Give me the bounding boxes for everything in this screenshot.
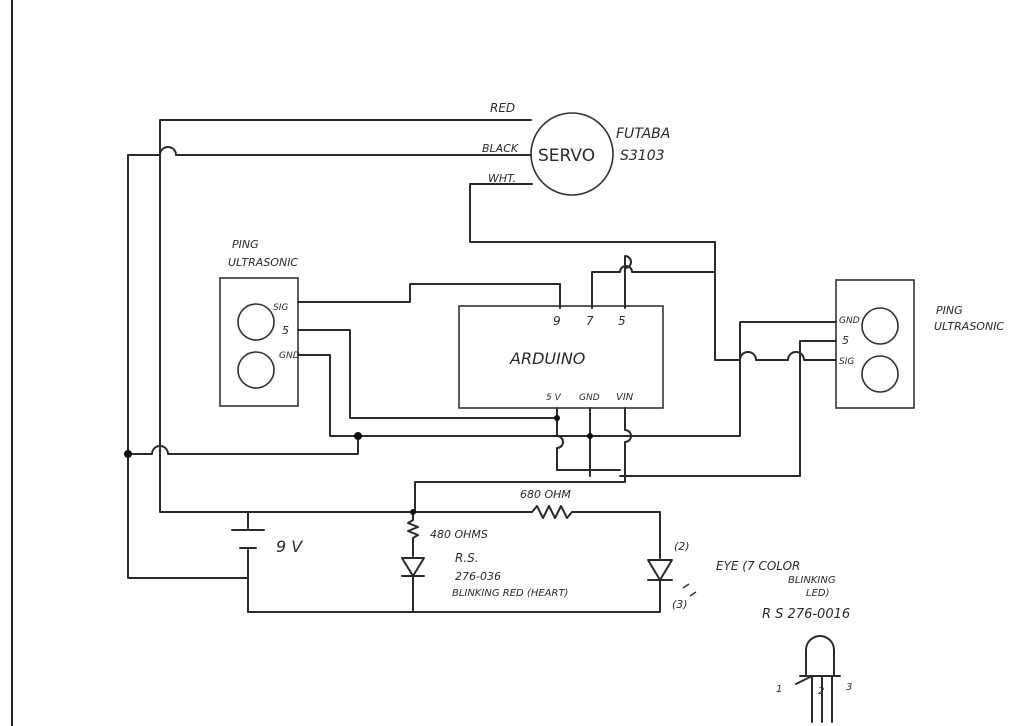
ping-left-pin-sig: SIG <box>273 303 288 313</box>
ping-right-transducer-top <box>861 307 899 345</box>
wire-arduino-vin-leg <box>414 407 632 513</box>
junction-dot <box>410 509 416 515</box>
wire-servo-black-ground <box>127 146 531 579</box>
ping-left-transducer-bottom <box>237 351 275 389</box>
wire-bottom-ground <box>247 577 661 613</box>
led-eye-part: R S 276-0016 <box>762 607 850 622</box>
led-eye-pin2-tag: (2) <box>674 540 690 553</box>
arduino-pin-9: 9 <box>553 314 561 328</box>
ping-left-group: PING ULTRASONIC SIG 5 GND <box>219 238 300 407</box>
junction-dot <box>354 432 362 440</box>
wire-ground-bus <box>127 321 837 455</box>
wires <box>127 119 841 723</box>
junction-dot <box>587 433 593 439</box>
wire-servo-red-power <box>159 119 532 513</box>
servo-wire-black-label: BLACK <box>482 142 519 155</box>
r480-label: 480 OHMS <box>430 528 488 541</box>
ping-left-title-1: PING <box>232 238 259 251</box>
junction-dot <box>124 450 132 458</box>
r680-label: 680 OHM <box>520 488 571 501</box>
led-eye-symbol <box>647 559 673 581</box>
led-heart-line2: 276-036 <box>455 570 501 583</box>
wire-left-gnd <box>297 354 359 437</box>
led-eye-line3: LED) <box>806 588 830 599</box>
wire-pin5-stub <box>624 255 632 309</box>
ping-right-pin-5: 5 <box>842 334 849 347</box>
servo-brand: FUTABA <box>616 126 670 142</box>
ping-right-group: PING ULTRASONIC GND 5 SIG <box>835 279 1004 409</box>
arduino-pin-7: 7 <box>586 314 594 328</box>
arduino-pin-vin: VIN <box>616 392 634 403</box>
ping-left-title-2: ULTRASONIC <box>228 256 298 269</box>
resistor-680 <box>531 505 661 559</box>
ping-left-body <box>219 277 299 407</box>
led-eye-rays <box>682 583 697 597</box>
pinout-label-2: 2 <box>818 686 824 697</box>
arduino-label: ARDUINO <box>509 349 585 368</box>
servo-group: SERVO FUTABA S3103 RED BLACK WHT. <box>482 101 670 196</box>
arduino-pin-5: 5 <box>618 314 626 328</box>
wire-left-5v <box>297 329 558 437</box>
ping-left-pin-5: 5 <box>282 324 289 337</box>
led-eye-line2: BLINKING <box>788 575 836 586</box>
ping-right-title-2: ULTRASONIC <box>934 320 1004 333</box>
led-eye-line1: EYE (7 COLOR <box>716 559 800 573</box>
servo-wire-white-label: WHT. <box>488 172 516 185</box>
pinout-label-1: 1 <box>776 684 782 695</box>
led-eye-pin3-tag: (3) <box>672 598 688 611</box>
servo-model: S3103 <box>620 148 665 164</box>
pinout-led-dome <box>805 635 835 677</box>
junctions <box>124 415 593 515</box>
ping-right-pin-gnd: GND <box>839 316 860 326</box>
ping-left-transducer-top <box>237 303 275 341</box>
wire-right-5v <box>619 340 837 477</box>
wire-right-sig <box>714 351 837 361</box>
arduino-pin-gnd: GND <box>579 393 600 403</box>
led-heart-line3: BLINKING RED (HEART) <box>452 588 568 599</box>
ping-right-pin-sig: SIG <box>839 357 854 367</box>
wire-arduino-5v-leg <box>556 407 621 471</box>
wire-pin7 <box>591 265 716 309</box>
ping-left-pin-gnd: GND <box>279 351 300 361</box>
ping-right-title-1: PING <box>936 304 963 317</box>
servo-circle <box>530 112 614 196</box>
pinout-led-legs <box>811 675 833 723</box>
arduino-group: ARDUINO 9 7 5 5 V GND VIN <box>458 305 664 409</box>
arduino-pin-5v: 5 V <box>546 393 562 403</box>
servo-label: SERVO <box>538 146 595 166</box>
junction-dot <box>554 415 560 421</box>
pinout-leg-bend <box>795 675 813 685</box>
ping-right-body <box>835 279 915 409</box>
servo-wire-red-label: RED <box>490 101 515 115</box>
led-heart-line1: R.S. <box>455 551 479 565</box>
battery-label: 9 V <box>276 537 303 556</box>
led-heart-symbol <box>401 557 425 577</box>
resistor-480 <box>407 511 419 557</box>
wire-servo-white <box>469 183 716 361</box>
wire-left-sig-pin9 <box>297 283 561 309</box>
ping-right-transducer-bottom <box>861 355 899 393</box>
pinout-label-3: 3 <box>846 682 852 693</box>
